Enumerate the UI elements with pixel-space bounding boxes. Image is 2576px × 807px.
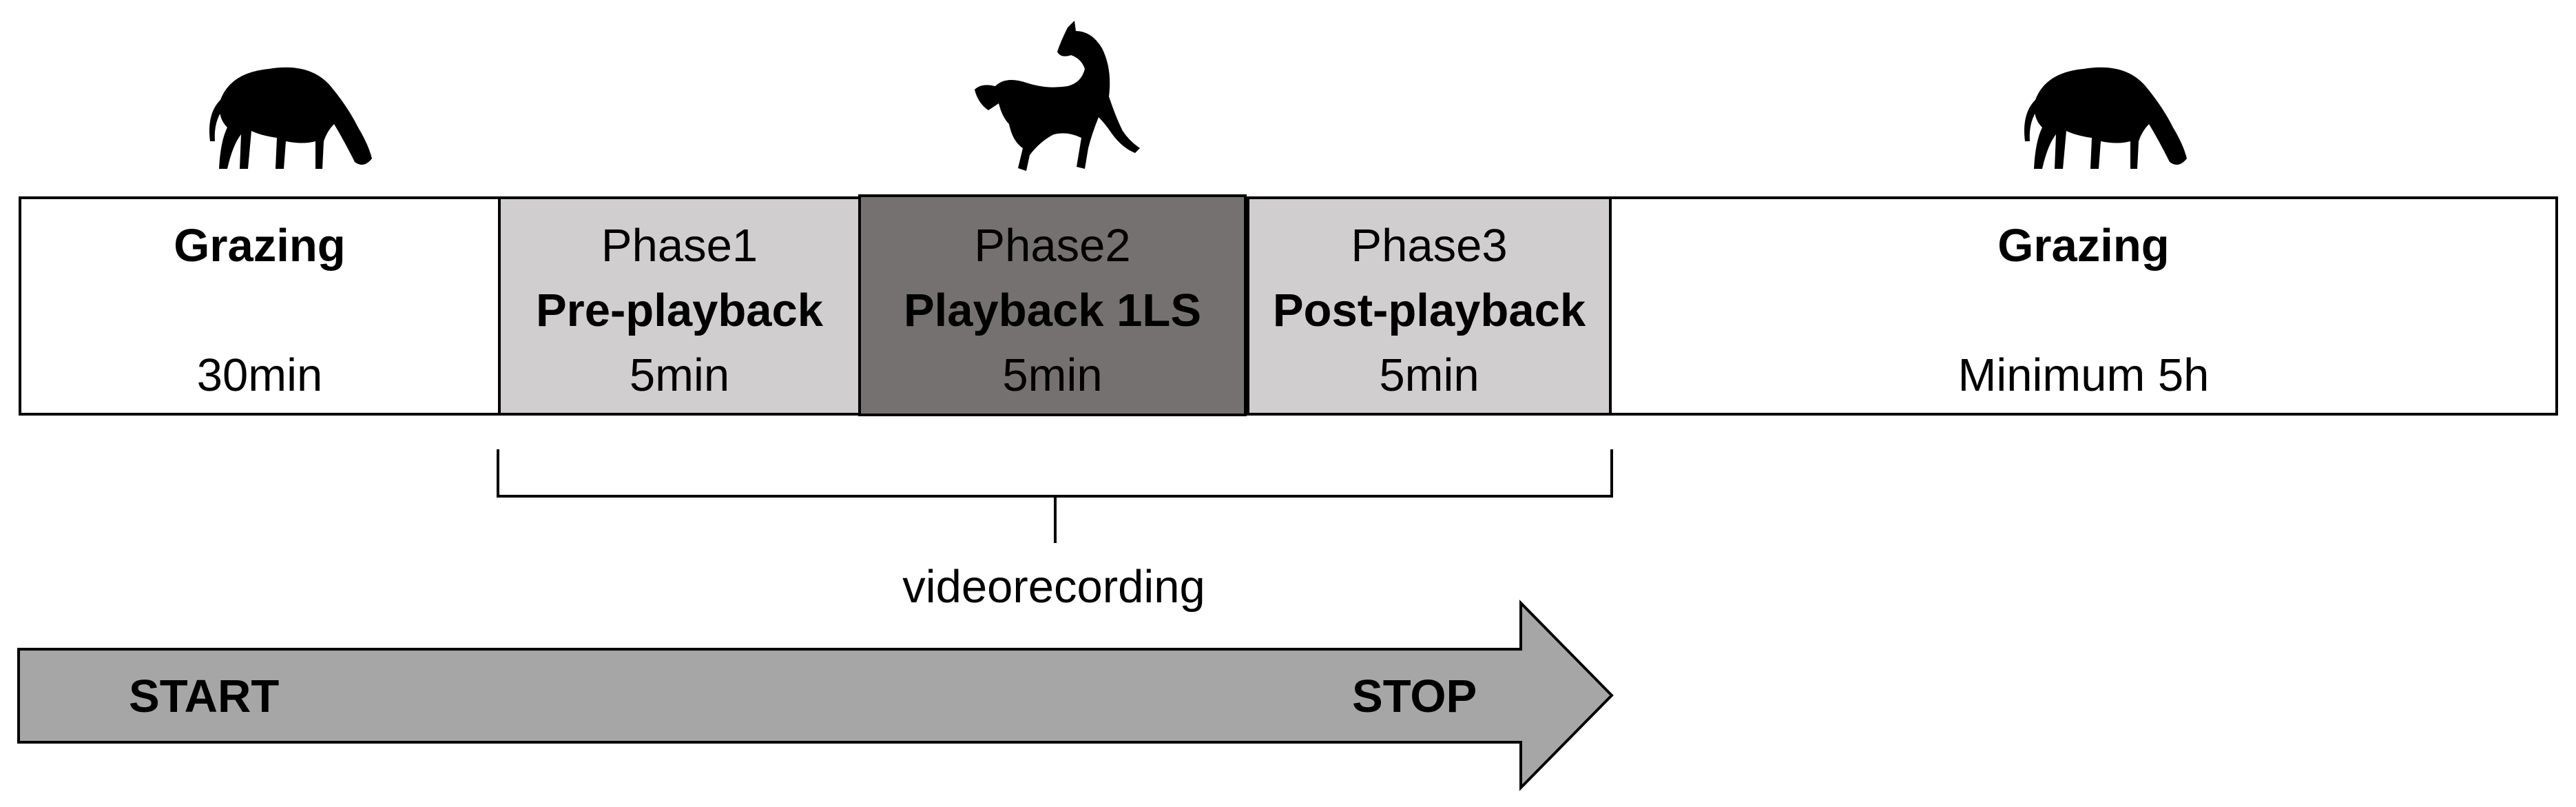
videorecording-bracket xyxy=(497,449,1613,543)
block-duration: 5min xyxy=(1379,349,1479,401)
phase3-block: Phase3 Post-playback 5min xyxy=(1247,196,1612,416)
grazing-after-block: Grazing Minimum 5h xyxy=(1609,196,2558,416)
block-title: Pre-playback xyxy=(535,285,824,336)
start-stop-arrow xyxy=(17,600,1614,791)
phase2-block: Phase2 Playback 1LS 5min xyxy=(858,194,1247,416)
block-duration: 5min xyxy=(629,349,730,401)
block-duration: 5min xyxy=(1002,349,1103,401)
arrow-stop-label: STOP xyxy=(1352,671,1477,722)
phase-label: Phase1 xyxy=(601,220,758,272)
rearing-horse-icon xyxy=(975,21,1140,171)
block-title: Playback 1LS xyxy=(903,285,1202,336)
phase-label: Phase2 xyxy=(974,220,1131,272)
phase-label: Phase3 xyxy=(1351,220,1508,272)
grazing-before-block: Grazing 30min xyxy=(19,196,501,416)
block-duration: Minimum 5h xyxy=(1957,349,2210,401)
arrow-start-label: START xyxy=(129,671,280,722)
block-title: Grazing xyxy=(174,220,346,272)
grazing-horse-icon xyxy=(209,67,372,170)
grazing-horse-icon xyxy=(2024,67,2187,170)
phase1-block: Phase1 Pre-playback 5min xyxy=(498,196,861,416)
block-duration: 30min xyxy=(196,349,323,401)
block-title: Post-playback xyxy=(1272,285,1586,336)
block-title: Grazing xyxy=(1997,220,2170,272)
videorecording-label: videorecording xyxy=(902,561,1205,613)
